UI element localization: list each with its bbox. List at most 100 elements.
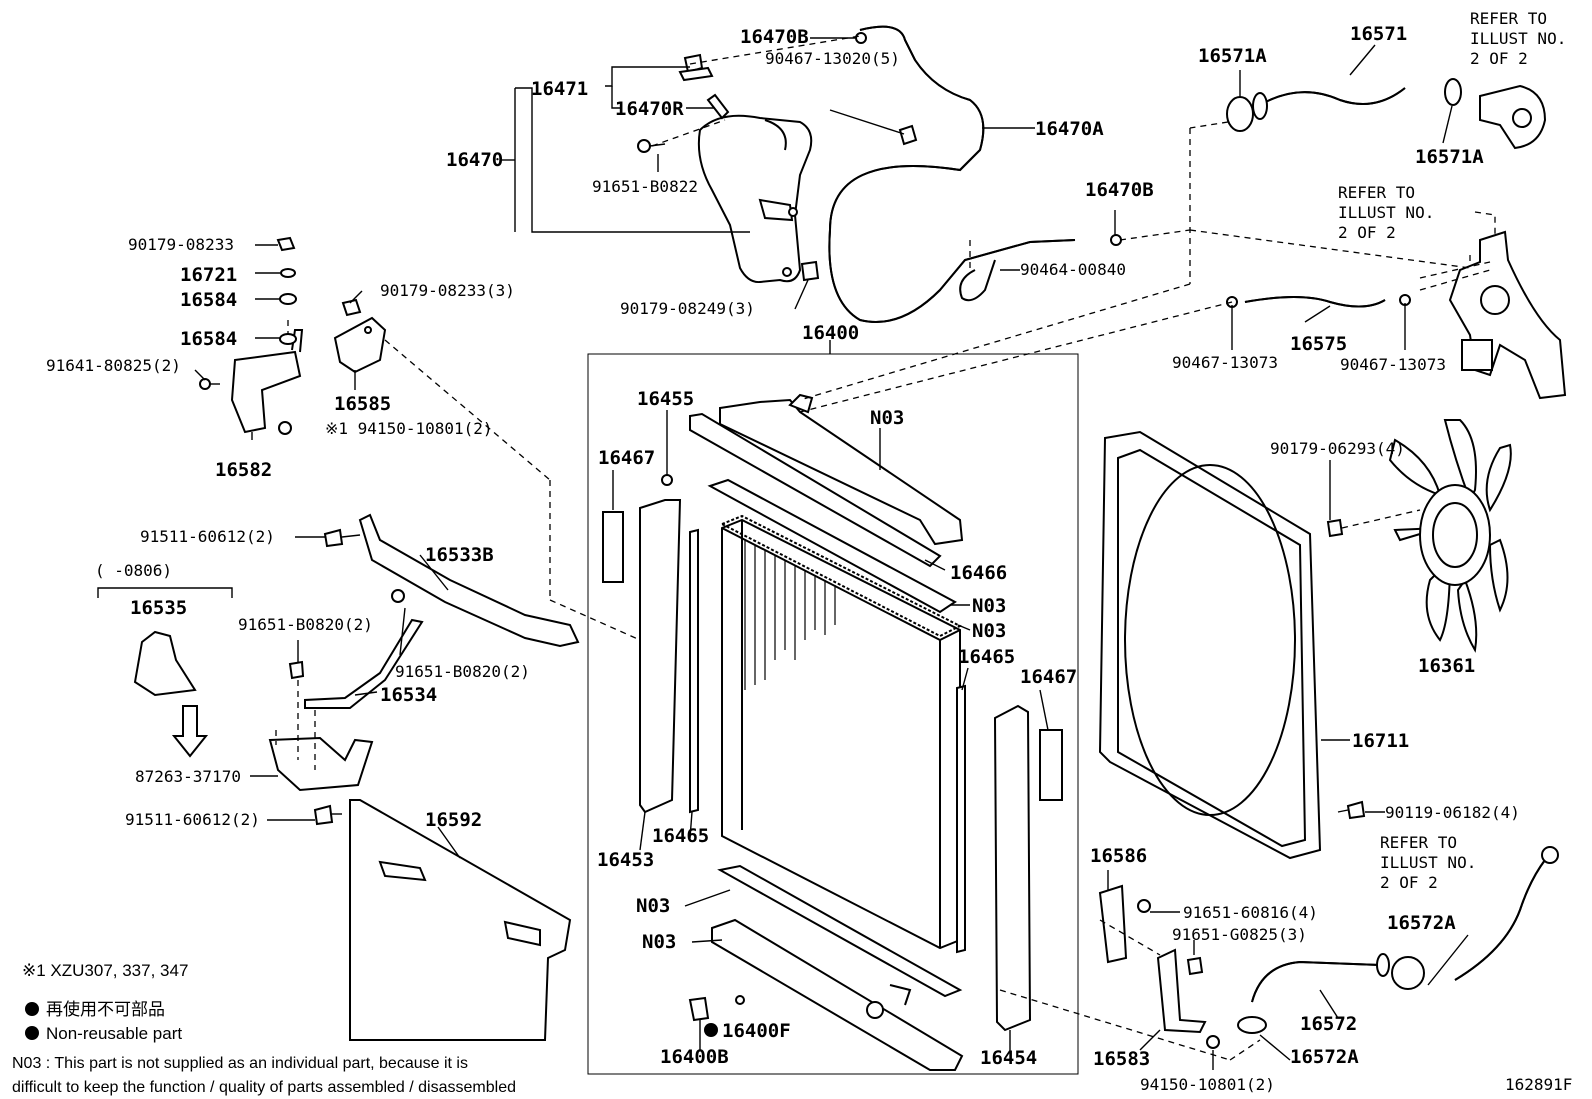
lower-hose-16572	[1251, 953, 1390, 1003]
clamp-16572a-bottom	[1237, 1016, 1267, 1034]
brace-16534	[304, 618, 424, 709]
bracket-87263-37170	[268, 736, 374, 792]
label-n03-2: N03	[972, 595, 1006, 617]
seal-16467-right	[1039, 729, 1063, 801]
label-n03-5: N03	[642, 931, 676, 953]
label-16470a: 16470A	[1035, 118, 1104, 140]
refer-note-2-line3: 2 OF 2	[1338, 223, 1396, 242]
o-ring-16400f	[735, 995, 745, 1005]
label-16571a-right: 16571A	[1415, 146, 1484, 168]
label-16470r: 16470R	[615, 98, 684, 120]
seal-16467-left	[602, 511, 624, 583]
side-panel-16454	[993, 704, 1032, 1032]
label-91511-60612-a: 91511-60612(2)	[140, 527, 275, 546]
label-94150-10801-a: ※1 94150-10801(2)	[325, 419, 493, 438]
label-90119-06182: 90119-06182(4)	[1385, 803, 1520, 822]
refer-note-3-line1: REFER TO	[1380, 833, 1457, 852]
washer-16721	[280, 268, 296, 278]
label-16721: 16721	[180, 264, 237, 286]
fan-shroud-16711	[1098, 430, 1322, 860]
label-16535: 16535	[130, 597, 187, 619]
bolt-91651-b0822	[637, 139, 666, 153]
label-91651-b0820-a: 91651-B0820(2)	[238, 615, 373, 634]
legend-en: Non-reusable part	[46, 1024, 182, 1043]
drain-cock-16400b	[688, 996, 710, 1022]
nut-94150-10801-a	[278, 421, 292, 435]
reserve-tank	[697, 93, 813, 284]
clamp-16571a-right	[1444, 78, 1462, 106]
label-16465-right: 16465	[958, 646, 1015, 668]
label-16466: 16466	[950, 562, 1007, 584]
band-90464-00840	[959, 259, 996, 302]
arrow-down	[171, 705, 209, 758]
bolt-91651-g0825	[1186, 956, 1204, 976]
bracket-16583	[1156, 948, 1207, 1034]
label-16584-a: 16584	[180, 289, 237, 311]
n03-note-line1: N03 : This part is not supplied as an in…	[12, 1055, 468, 1072]
label-16575: 16575	[1290, 333, 1347, 355]
label-16467-right: 16467	[1020, 666, 1077, 688]
refer-note-3-line3: 2 OF 2	[1380, 873, 1438, 892]
undercover-16592	[349, 799, 572, 1041]
label-16572: 16572	[1300, 1013, 1357, 1035]
seal-16465-right	[956, 684, 966, 954]
legend-dot-en	[25, 1026, 39, 1040]
bracket-16585	[333, 316, 387, 374]
label-16470b-top: 16470B	[740, 26, 809, 48]
core-fins	[744, 540, 836, 690]
bolt-91651-b0820-a	[288, 660, 305, 680]
label-16533b: 16533B	[425, 544, 494, 566]
n03-note-line2: difficult to keep the function / quality…	[12, 1079, 516, 1096]
label-94150-10801-b: 94150-10801(2)	[1140, 1075, 1275, 1094]
illustration-number: 162891F	[1505, 1075, 1572, 1094]
bracket-16586	[1098, 884, 1128, 964]
water-outlet-upper	[1479, 84, 1547, 150]
label-0806: ( -0806)	[95, 561, 172, 580]
label-16585: 16585	[334, 393, 391, 415]
label-16572a-bottom: 16572A	[1290, 1046, 1359, 1068]
cushion-16584-b	[279, 333, 297, 345]
label-91651-b0820-b: 91651-B0820(2)	[395, 662, 530, 681]
label-90179-08249: 90179-08249(3)	[620, 299, 755, 318]
radiator-group-frame	[587, 353, 1079, 1075]
radiator-core	[721, 518, 961, 950]
label-16582: 16582	[215, 459, 272, 481]
label-91651-60816: 91651-60816(4)	[1183, 903, 1318, 922]
clip-16470b-mid	[1110, 234, 1122, 246]
label-16470b-mid: 16470B	[1085, 179, 1154, 201]
grommet-90179-08249	[800, 260, 820, 282]
label-16470: 16470	[446, 149, 503, 171]
bolt-90119-06182	[1337, 800, 1366, 820]
label-n03-4: N03	[636, 895, 670, 917]
label-16584-b: 16584	[180, 328, 237, 350]
nut-94150-10801-b	[1206, 1035, 1220, 1049]
packing-n03-lower	[717, 864, 963, 998]
label-90467-13020: 90467-13020(5)	[765, 49, 900, 68]
label-91651-b0822: 91651-B0822	[592, 177, 698, 196]
clamp-16571a-left	[1226, 96, 1254, 132]
fan-16361	[1388, 419, 1512, 653]
refer-note-2-line2: ILLUST NO.	[1338, 203, 1434, 222]
label-90179-08233-a: 90179-08233	[128, 235, 234, 254]
cushion-16584-a	[279, 293, 297, 305]
refer-note-3-line2: ILLUST NO.	[1380, 853, 1476, 872]
water-pump-housing	[1448, 230, 1567, 400]
radiator-lower-tank	[711, 918, 964, 1071]
label-90467-13073-right: 90467-13073	[1340, 355, 1446, 374]
bolt-91511-60612-b	[313, 804, 342, 826]
label-16711: 16711	[1352, 730, 1409, 752]
label-87263-37170: 87263-37170	[135, 767, 241, 786]
label-91511-60612-b: 91511-60612(2)	[125, 810, 260, 829]
legend-jp: 再使用不可部品	[46, 999, 165, 1019]
label-16571: 16571	[1350, 23, 1407, 45]
bolt-91511-60612-a	[323, 528, 361, 548]
clamp-16572a-top	[1391, 956, 1425, 990]
label-16361: 16361	[1418, 655, 1475, 677]
label-16467-left: 16467	[598, 447, 655, 469]
label-n03-3: N03	[972, 620, 1006, 642]
clamp-90467-13020	[898, 124, 918, 146]
footnote-1: ※1 XZU307, 337, 347	[22, 961, 188, 980]
label-16400: 16400	[802, 322, 859, 344]
refer-note-2-line1: REFER TO	[1338, 183, 1415, 202]
